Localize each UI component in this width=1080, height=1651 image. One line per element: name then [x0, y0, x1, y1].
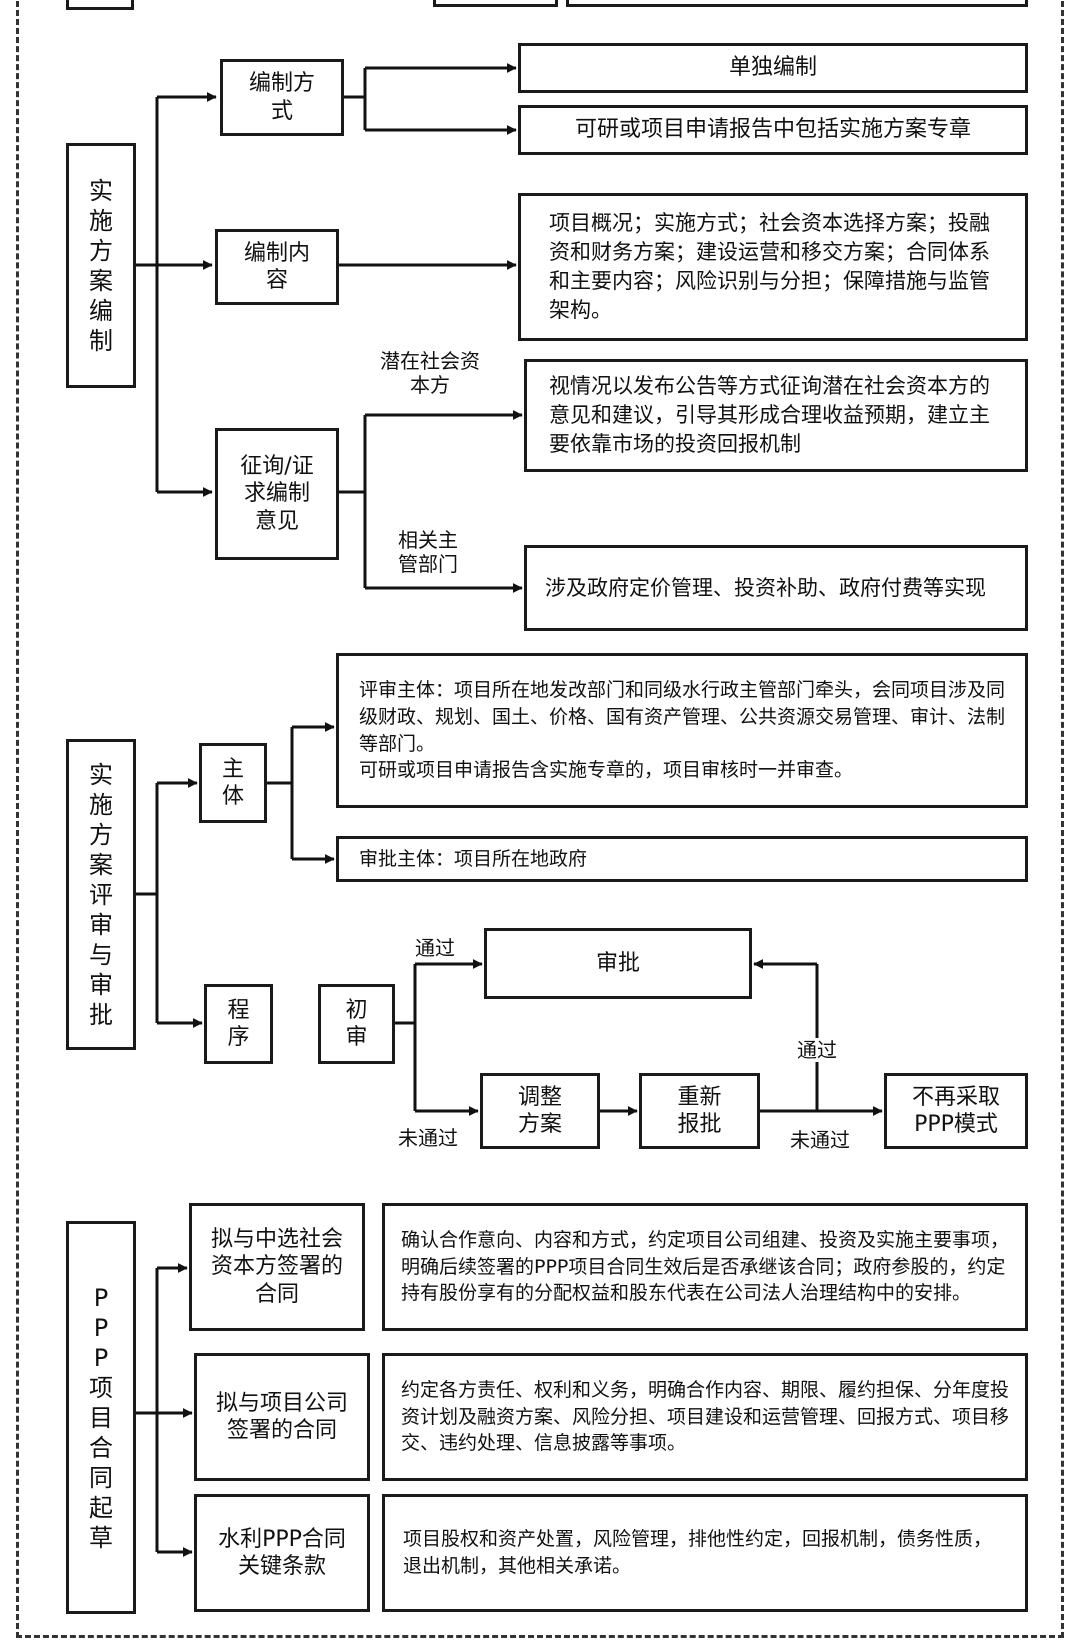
box-initial-review: 初审 [318, 984, 395, 1064]
box-key-clauses-text: 项目股权和资产处置，风险管理，排他性约定，回报机制，债务性质，退出机制，其他相关… [382, 1494, 1028, 1612]
box-adjust-plan: 调整方案 [480, 1073, 600, 1149]
clipped-box-left [66, 0, 134, 10]
box-content-text: 项目概况；实施方式；社会资本选择方案；投融资和财务方案；建设运营和移交方案；合同… [518, 193, 1028, 341]
method-option: 单独编制 [728, 55, 817, 81]
box-contract-project-company: 拟与项目公司签署的合同 [194, 1353, 370, 1481]
box-method: 编制方式 [220, 59, 344, 136]
box-contract-project-company-text: 约定各方责任、权利和义务，明确合作内容、期限、履约担保、分年度投资计划及融资方案… [382, 1353, 1028, 1481]
section-title: 实施方案评审与审批 [89, 760, 113, 1029]
dashed-frame [16, 0, 1064, 1638]
label-potential-capital: 潜在社会资本方 [380, 349, 480, 397]
subject-label: 主体 [221, 756, 244, 810]
initial-review-label: 初审 [345, 997, 368, 1051]
review-text-note: 可研或项目申请报告含实施专章的，项目审核时一并审查。 [359, 759, 854, 782]
label-fail-initial: 未通过 [398, 1126, 458, 1150]
contract-label: 拟与中选社会资本方签署的合同 [210, 1226, 343, 1307]
content-label: 编制内容 [243, 240, 310, 294]
section-implementation-plan: 实施方案编制 [66, 143, 136, 388]
box-approval-subject: 审批主体：项目所在地政府 [336, 836, 1028, 882]
box-procedure: 程序 [204, 984, 273, 1064]
no-ppp-label: 不再采取PPP模式 [911, 1084, 1000, 1138]
procedure-label: 程序 [227, 997, 250, 1051]
clipped-box-mid [433, 0, 558, 7]
box-key-clauses: 水利PPP合同关键条款 [194, 1494, 370, 1612]
box-content: 编制内容 [215, 229, 339, 305]
dept-text: 涉及政府定价管理、投资补助、政府付费等实现 [545, 575, 986, 600]
box-subject: 主体 [199, 743, 267, 823]
resubmit-label: 重新报批 [677, 1084, 722, 1138]
contract-label: 拟与项目公司签署的合同 [215, 1390, 348, 1444]
content-text: 项目概况；实施方式；社会资本选择方案；投融资和财务方案；建设运营和移交方案；合同… [549, 211, 990, 322]
approval-label: 审批 [595, 950, 640, 976]
review-text: 评审主体：项目所在地发改部门和同级水行政主管部门牵头，会同项目涉及同级财政、规划… [359, 678, 1006, 755]
section-title: 实施方案编制 [89, 176, 113, 355]
box-approval: 审批 [484, 928, 752, 999]
contract-text: 确认合作意向、内容和方式，约定项目公司组建、投资及实施主要事项，明确后续签署的P… [401, 1228, 1010, 1305]
method-label: 编制方式 [248, 71, 315, 124]
box-resubmit: 重新报批 [639, 1073, 760, 1149]
box-method-separate: 单独编制 [518, 43, 1028, 93]
box-review-subject: 评审主体：项目所在地发改部门和同级水行政主管部门牵头，会同项目涉及同级财政、规划… [336, 653, 1028, 808]
label-fail-resubmit: 未通过 [790, 1128, 850, 1152]
contract-text: 项目股权和资产处置，风险管理，排他性约定，回报机制，债务性质，退出机制，其他相关… [403, 1528, 993, 1577]
contract-text: 约定各方责任、权利和义务，明确合作内容、期限、履约担保、分年度投资计划及融资方案… [401, 1378, 1010, 1455]
box-contract-social-capital: 拟与中选社会资本方签署的合同 [189, 1203, 365, 1331]
box-capital-text: 视情况以发布公告等方式征询潜在社会资本方的意见和建议，引导其形成合理收益预期，建… [524, 359, 1028, 472]
section-ppp-contract: PPP项目合同起草 [66, 1221, 136, 1614]
capital-text: 视情况以发布公告等方式征询潜在社会资本方的意见和建议，引导其形成合理收益预期，建… [549, 374, 990, 456]
box-contract-social-capital-text: 确认合作意向、内容和方式，约定项目公司组建、投资及实施主要事项，明确后续签署的P… [382, 1203, 1028, 1331]
label-pass-resubmit: 通过 [793, 1038, 841, 1062]
box-method-chapter: 可研或项目申请报告中包括实施方案专章 [518, 105, 1028, 155]
method-option: 可研或项目申请报告中包括实施方案专章 [574, 117, 971, 143]
label-related-dept: 相关主管部门 [392, 528, 464, 576]
approval-text: 审批主体：项目所在地政府 [359, 847, 588, 870]
consult-label: 征询/证求编制意见 [240, 453, 314, 534]
box-dept-text: 涉及政府定价管理、投资补助、政府付费等实现 [524, 545, 1028, 631]
clipped-box-right [566, 0, 1028, 7]
box-no-ppp: 不再采取PPP模式 [884, 1073, 1028, 1149]
section-review-approval: 实施方案评审与审批 [66, 739, 136, 1050]
adjust-label: 调整方案 [517, 1084, 562, 1138]
label-pass-initial: 通过 [415, 936, 455, 960]
box-consult: 征询/证求编制意见 [215, 428, 339, 560]
contract-label: 水利PPP合同关键条款 [218, 1526, 346, 1580]
section-title: PPP项目合同起草 [89, 1283, 113, 1552]
